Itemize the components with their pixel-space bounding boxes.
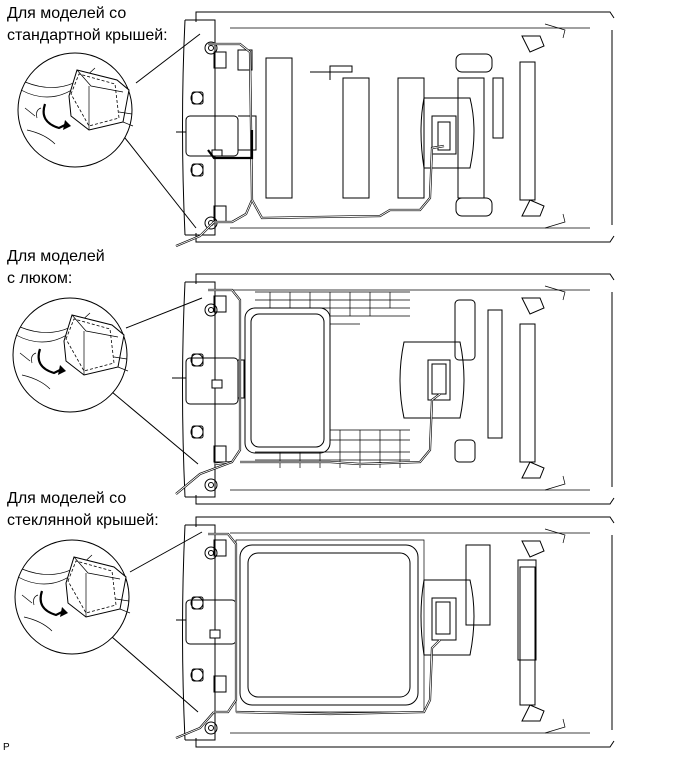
figure-code: P (3, 742, 10, 753)
roof-bow (397, 77, 425, 199)
roof-bow (492, 77, 504, 139)
diagram-glass-roof (13, 516, 615, 748)
connector-detail-magnifier (13, 538, 132, 656)
roof-bow (342, 77, 370, 199)
roof-bow (265, 57, 293, 199)
label-glass-roof: Для моделей со стеклянной крышей: (7, 490, 159, 529)
roof-bow (457, 77, 485, 199)
diagram-standard-roof (16, 11, 615, 248)
roof-outline (182, 273, 615, 505)
connector-detail-magnifier (16, 51, 135, 169)
diagram-sunroof (11, 273, 615, 505)
sunroof-opening (244, 307, 331, 454)
label-sunroof: Для моделей с люком: (7, 248, 105, 287)
label-standard-roof: Для моделей со стандартной крышей: (7, 5, 168, 44)
glass-roof-panel (239, 544, 419, 706)
connector-detail-magnifier (11, 296, 130, 414)
